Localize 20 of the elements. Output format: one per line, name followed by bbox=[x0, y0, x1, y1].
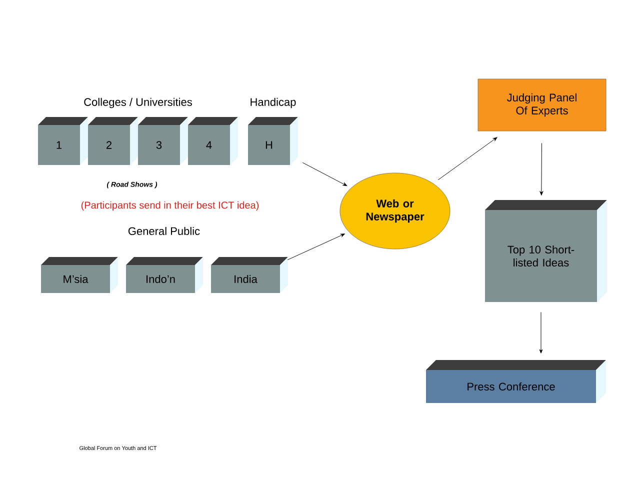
cube-box: H bbox=[248, 117, 298, 165]
cube-box: 4 bbox=[188, 117, 238, 165]
cube-box: 2 bbox=[88, 117, 138, 165]
cube-box: M’sia bbox=[41, 257, 118, 293]
cube-box: Top 10 Short-listed Ideas bbox=[485, 200, 607, 302]
process-box: Judging Panel Of Experts bbox=[478, 78, 606, 132]
heading-text: Handicap bbox=[250, 98, 296, 108]
cube-box: Press Conference bbox=[426, 360, 606, 403]
note-text: (Participants send in their best ICT idea) bbox=[81, 201, 259, 211]
arrow bbox=[438, 137, 498, 180]
heading-text: Colleges / Universities bbox=[84, 98, 192, 108]
arrow bbox=[287, 234, 345, 260]
cube-box: Indo’n bbox=[126, 257, 203, 293]
heading-text: General Public bbox=[128, 226, 200, 236]
arrow bbox=[539, 312, 543, 354]
arrow bbox=[540, 142, 544, 196]
cube-box: India bbox=[211, 257, 288, 293]
arrow bbox=[302, 162, 348, 186]
cube-box: 1 bbox=[38, 117, 88, 165]
cube-box: 3 bbox=[138, 117, 188, 165]
